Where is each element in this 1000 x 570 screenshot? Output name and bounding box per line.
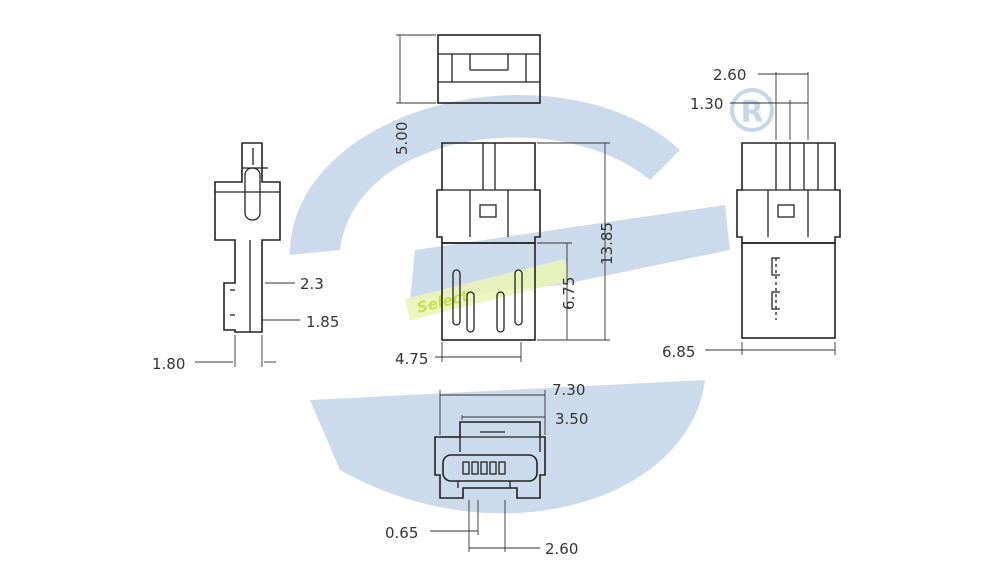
- right-view: [736, 142, 841, 339]
- dim-label-4-75: 4.75: [395, 350, 428, 368]
- top-view-dimensions: 5.00: [393, 34, 436, 155]
- top-view-outline: [437, 34, 541, 104]
- dim-label-5-00: 5.00: [393, 122, 411, 155]
- bottom-view-pin-5: [498, 461, 506, 475]
- right-view-dimensions: 2.60 1.30 6.85: [662, 66, 836, 361]
- bottom-view-pin-2: [471, 461, 479, 475]
- bottom-view-pin-4: [489, 461, 497, 475]
- side-view: [214, 142, 281, 333]
- front-view-body: [436, 142, 541, 244]
- front-view-dimensions: 13.85 6.75 4.75: [395, 142, 616, 368]
- dim-label-13-85: 13.85: [598, 222, 616, 265]
- front-view-pin-slot-3: [496, 291, 505, 333]
- dim-label-1-80: 1.80: [152, 355, 185, 373]
- bottom-view-pin-1: [462, 461, 470, 475]
- side-view-window: [244, 167, 261, 221]
- dim-label-7-30: 7.30: [552, 381, 585, 399]
- front-view-latch: [479, 204, 497, 218]
- front-view: [436, 142, 541, 341]
- front-view-pin-slot-2: [466, 291, 475, 333]
- watermark-upper-swoosh: [290, 94, 680, 255]
- top-view: [437, 34, 541, 104]
- front-view-pin-slot-1: [452, 269, 461, 326]
- side-view-dimensions: 2.3 1.85 1.80: [152, 275, 339, 373]
- side-view-outline: [214, 142, 281, 333]
- registered-mark-letter: R: [740, 95, 763, 130]
- bottom-view-outline: [434, 421, 546, 499]
- watermark-logo: Select R: [290, 88, 774, 514]
- dim-label-6-75: 6.75: [560, 277, 578, 310]
- dim-label-0-65: 0.65: [385, 524, 418, 542]
- dim-label-2-60-right: 2.60: [713, 66, 746, 84]
- watermark-lower-swoosh: [310, 380, 705, 514]
- registered-mark-icon: [730, 88, 774, 132]
- dim-label-3-50: 3.50: [555, 410, 588, 428]
- dim-label-2-3: 2.3: [300, 275, 324, 293]
- bottom-view: [434, 421, 546, 499]
- right-view-insert: [741, 242, 836, 339]
- front-view-insert: [441, 242, 536, 341]
- bottom-view-pin-3: [480, 461, 488, 475]
- bottom-view-receptacle: [442, 454, 538, 482]
- bottom-view-dimensions: 7.30 3.50 0.65 2.60: [385, 381, 588, 558]
- right-view-body: [736, 142, 841, 244]
- right-view-latch: [777, 204, 795, 218]
- dim-label-6-85: 6.85: [662, 343, 695, 361]
- dim-label-1-85: 1.85: [306, 313, 339, 331]
- front-view-pin-slot-4: [514, 269, 523, 326]
- watermark-middle-band: [410, 205, 730, 300]
- dim-label-1-30: 1.30: [690, 95, 723, 113]
- dim-label-2-60-bottom: 2.60: [545, 540, 578, 558]
